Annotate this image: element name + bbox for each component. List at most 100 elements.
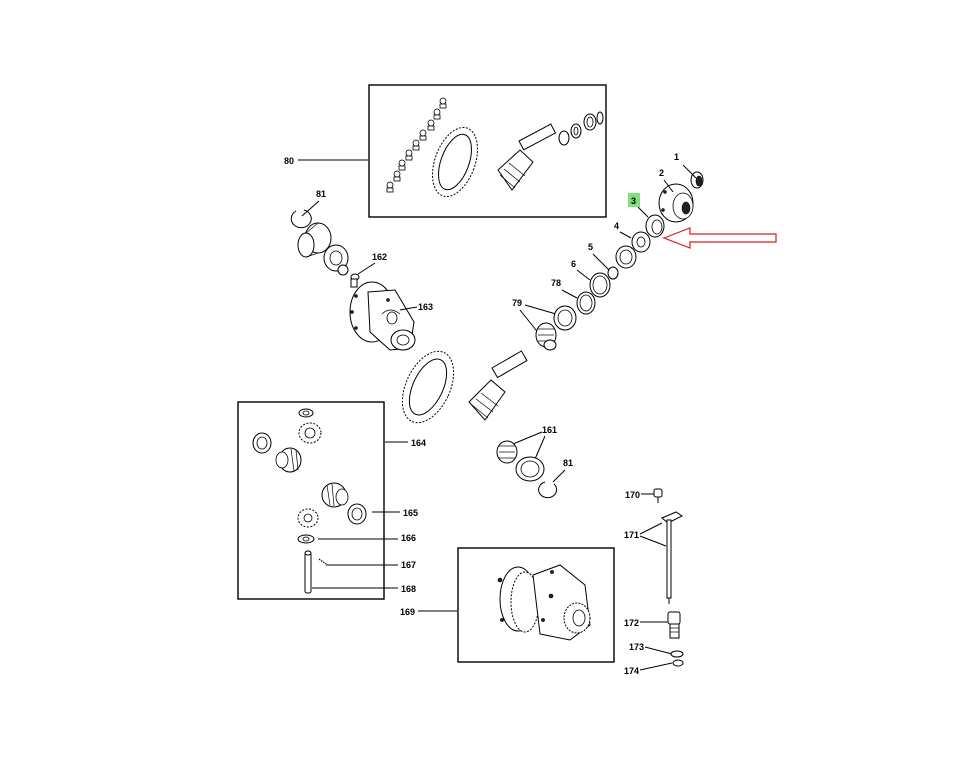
spacer-5	[607, 266, 619, 280]
shim-78-group: 78	[551, 278, 596, 315]
diff-assembly-169-group: 169	[400, 547, 615, 663]
callout-1: 1	[674, 152, 679, 162]
sensor-172	[667, 611, 681, 639]
callout-81-upper: 81	[316, 189, 326, 199]
leader-161-a	[512, 431, 543, 445]
bearing-cone-79	[535, 322, 557, 351]
callout-78: 78	[551, 278, 561, 288]
leader-173	[644, 646, 673, 655]
spacer-6	[589, 272, 611, 298]
snap-ring-81-lower	[538, 481, 558, 499]
pinion-bearing-set-small	[558, 111, 604, 146]
pinion-shaft-168	[304, 550, 312, 594]
ring-gear-small	[432, 126, 478, 198]
side-gear-right	[321, 482, 349, 508]
bearing-cone-161	[496, 440, 518, 464]
pinion-seal-3	[645, 214, 665, 238]
bearing-cup-161	[515, 456, 545, 482]
leader-161-b	[534, 435, 546, 460]
snap-ring-81-upper	[290, 209, 312, 229]
leader-78	[561, 289, 578, 299]
leader-4	[619, 231, 632, 239]
leader-163	[399, 306, 418, 311]
callout-80: 80	[284, 156, 294, 166]
callout-161: 161	[542, 425, 557, 435]
bearing-cone-4	[631, 231, 651, 253]
callout-171: 171	[624, 530, 639, 540]
leader-6	[576, 269, 591, 281]
kit-164-frame	[237, 401, 385, 600]
kit-169-frame	[457, 547, 615, 663]
callout-168: 168	[401, 584, 416, 594]
callout-4: 4	[614, 221, 619, 231]
callout-163: 163	[418, 302, 433, 312]
leader-2	[663, 179, 674, 193]
callout-166: 166	[401, 533, 416, 543]
leader-3	[637, 206, 649, 218]
o-ring-173	[670, 650, 684, 658]
diff-assembly-169	[497, 564, 591, 641]
slinger-4-group: 4	[614, 221, 651, 253]
companion-flange-2	[658, 183, 694, 223]
bearing-cup-5-group: 5	[588, 242, 637, 280]
pinion-gear-small	[497, 123, 557, 191]
callout-174: 174	[624, 666, 639, 676]
ring-pinion-kit-group: 80	[284, 84, 607, 218]
leader-81-upper	[301, 200, 320, 217]
leader-1	[682, 164, 697, 179]
collapsible-spacer-6-group: 6	[571, 259, 611, 298]
bolt-174	[672, 659, 684, 667]
bearing-cup-upper	[297, 222, 332, 258]
shim-78	[576, 291, 596, 315]
callout-5: 5	[588, 242, 593, 252]
side-gear-left	[275, 447, 302, 473]
thrust-washer-upper	[298, 408, 314, 418]
pinion-mate-gear-lower	[297, 508, 319, 528]
pinion-gear-large	[468, 350, 528, 421]
leader-79-a	[524, 304, 557, 315]
callout-167: 167	[401, 560, 416, 570]
ring-gear-large	[401, 350, 455, 424]
leader-171-b	[639, 535, 667, 547]
thrust-washer-lower	[297, 534, 315, 544]
leader-162	[357, 262, 376, 275]
callout-169: 169	[400, 607, 415, 617]
pinion-flange-group: 1 2	[658, 152, 704, 223]
callout-2: 2	[659, 168, 664, 178]
callout-164: 164	[411, 438, 426, 448]
side-gear-washer-right	[347, 503, 367, 525]
indicator-arrow	[662, 227, 777, 249]
callout-81-lower: 81	[563, 458, 573, 468]
callout-6: 6	[571, 259, 576, 269]
callout-170: 170	[625, 490, 640, 500]
carrier-bearing-left-group: 81	[290, 189, 349, 276]
snap-ring-81-lower-group: 81	[538, 458, 573, 499]
side-gear-washer-left	[252, 432, 272, 454]
carrier-bearing-161-group: 161	[496, 425, 557, 482]
vent-hose-171	[661, 511, 683, 604]
callout-3-highlight	[628, 193, 640, 207]
bearing-cup-79	[553, 305, 577, 331]
callout-79: 79	[512, 298, 522, 308]
leader-81-lower	[552, 469, 566, 483]
ring-gear-bolts	[386, 97, 447, 193]
bearing-cone-upper	[323, 244, 349, 276]
differential-case-163-group: 163	[349, 281, 433, 351]
kit-80-frame	[368, 84, 607, 218]
lock-pin-167	[318, 558, 327, 565]
ring-bolt-162-group: 162	[350, 252, 387, 288]
diff-gear-kit-164-group: 164 165	[237, 401, 426, 600]
bearing-cup-5	[615, 245, 637, 269]
bolt-162	[350, 273, 360, 288]
vent-170	[653, 488, 663, 503]
leader-5	[592, 253, 611, 272]
diff-case-163	[349, 281, 416, 351]
callout-165: 165	[403, 508, 418, 518]
leader-171-a	[639, 522, 663, 535]
pinion-mate-gear-upper	[298, 422, 322, 444]
leader-174	[639, 662, 673, 671]
callout-162: 162	[372, 252, 387, 262]
callout-172: 172	[624, 618, 639, 628]
pinion-seal-3-group: 3	[628, 193, 777, 249]
